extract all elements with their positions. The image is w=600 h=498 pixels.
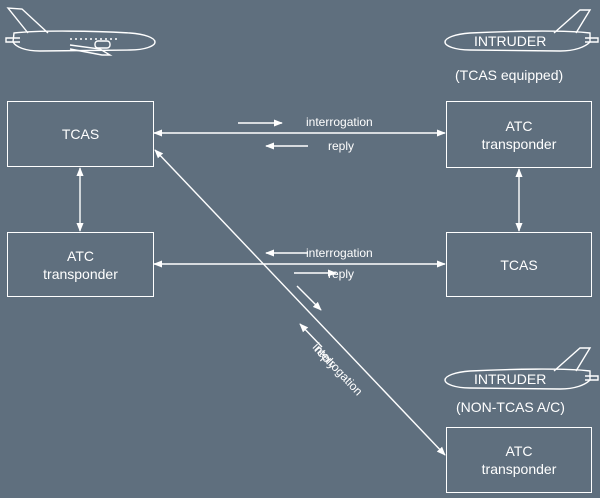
intruder1-name: INTRUDER	[474, 33, 547, 49]
lower-reply-label: reply	[328, 267, 355, 281]
intruder1-tcas-label: TCAS	[500, 256, 538, 273]
diagonal-link	[154, 149, 446, 456]
own-tcas-label: TCAS	[61, 126, 100, 142]
intruder2-caption: (NON-TCAS A/C)	[456, 399, 565, 415]
own-aircraft-icon	[5, 7, 156, 56]
intruder1-transponder-line2: transponder	[481, 135, 557, 152]
own-transponder-box: ATC transponder	[7, 232, 154, 297]
intruder1-transponder-line1: ATC	[505, 117, 533, 134]
intruder2-name: INTRUDER	[474, 371, 547, 387]
upper-interrogation-label: interrogation	[306, 115, 373, 129]
own-transponder-line2: transponder	[43, 265, 118, 282]
upper-reply-label: reply	[328, 139, 355, 153]
own-tcas-box: TCAS	[7, 101, 154, 167]
intruder2-transponder-line2: transponder	[481, 461, 557, 477]
intruder2-transponder-line1: ATC	[505, 443, 533, 459]
diag-reply-arrow	[299, 323, 323, 348]
intruder2-transponder-box: ATC transponder	[446, 427, 592, 493]
intruder-aircraft-1-icon	[444, 9, 599, 52]
intruder1-tcas-box: TCAS	[446, 232, 592, 297]
diag-interrogation-arrow	[296, 285, 322, 311]
intruder1-caption: (TCAS equipped)	[455, 67, 564, 83]
lower-interrogation-label: interrogation	[306, 246, 373, 260]
own-transponder-line1: ATC	[67, 247, 94, 264]
intruder1-transponder-box: ATC transponder	[446, 101, 592, 168]
